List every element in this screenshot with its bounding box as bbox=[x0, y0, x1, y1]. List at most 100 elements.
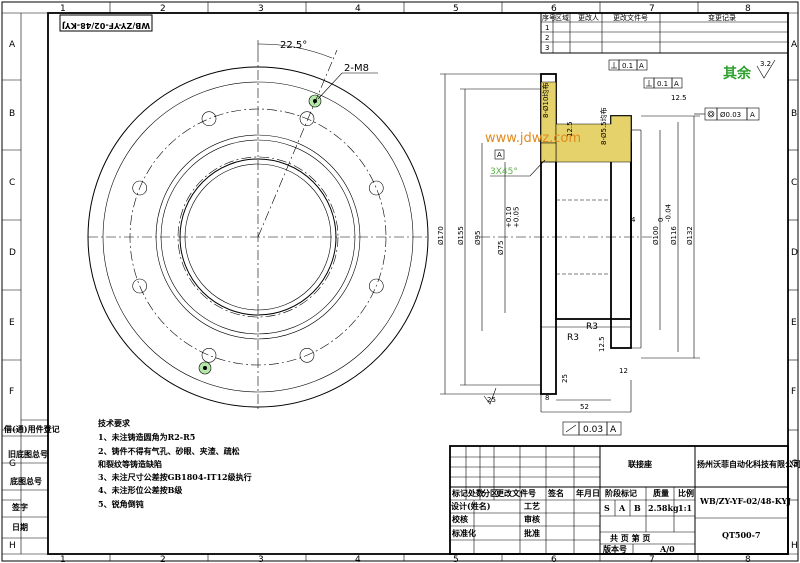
dim-132: Ø132 bbox=[686, 226, 694, 245]
col-label: 7 bbox=[649, 555, 655, 563]
tb-header: 签名 bbox=[547, 488, 564, 498]
row-label: B bbox=[791, 109, 797, 119]
datum-label: A bbox=[497, 151, 502, 159]
col-label: 4 bbox=[355, 555, 361, 563]
mirror-code: WB/ZY-YF-02/48-KYJ bbox=[62, 21, 150, 30]
rev-row-num: 1 bbox=[545, 24, 549, 32]
col-label: 7 bbox=[649, 4, 655, 14]
dim-116: Ø116 bbox=[670, 226, 678, 245]
rev-header: 区域 bbox=[555, 13, 569, 22]
tol-75: +0.10+0.05 bbox=[505, 207, 521, 228]
dim-75: Ø75 bbox=[497, 241, 505, 255]
row-label: G bbox=[9, 459, 16, 469]
tb-stage: A bbox=[618, 503, 626, 513]
fcf-concentricity: Ø0.03 A bbox=[694, 107, 760, 121]
tb-sheets: 共 页 第 页 bbox=[610, 533, 650, 543]
row-label: F bbox=[9, 387, 14, 397]
col-label: 5 bbox=[453, 4, 459, 14]
tb-weight-label: 质量 bbox=[653, 488, 669, 498]
drawing-number: WB/ZY-YF-02/48-KYJ bbox=[699, 496, 791, 506]
tb-role: 校核 bbox=[452, 514, 468, 524]
tech-item: 2、铸件不得有气孔、砂眼、夹渣、疏松 bbox=[98, 446, 240, 456]
rev-header: 变更记录 bbox=[708, 13, 736, 22]
fcf-value: 0.1 bbox=[657, 80, 668, 88]
rev-header: 更改文件号 bbox=[613, 13, 648, 22]
mirror-code-box bbox=[59, 14, 153, 32]
col-label: 3 bbox=[258, 555, 264, 563]
tb-stage: S bbox=[604, 503, 610, 513]
material: QT500-7 bbox=[722, 530, 761, 540]
radius-label-1: R3 bbox=[567, 333, 579, 343]
tb-header: 年月日 bbox=[576, 488, 600, 498]
col-label: 5 bbox=[453, 555, 459, 563]
tech-title: 技术要求 bbox=[98, 418, 131, 428]
tol-100: 0-0.04 bbox=[657, 203, 673, 222]
left-strip: 借(通)用件登记 旧底图总号 底图总号 签字 日期 bbox=[2, 419, 60, 539]
rest-roughness-label: 其余 bbox=[723, 65, 752, 82]
front-view: 22.5° 2-M8 bbox=[87, 40, 429, 410]
tb-weight: 2.58kg bbox=[648, 503, 679, 513]
strip-label: 旧底图总号 bbox=[8, 449, 48, 459]
fcf-datum: A bbox=[639, 62, 644, 70]
fcf-datum: A bbox=[750, 111, 755, 119]
dim-155: Ø155 bbox=[457, 226, 465, 245]
row-label: C bbox=[791, 178, 797, 188]
tech-item: 5、锐角倒钝 bbox=[98, 499, 144, 509]
row-label: E bbox=[9, 318, 15, 328]
col-label: 2 bbox=[160, 4, 166, 14]
col-label: 3 bbox=[258, 4, 264, 14]
fcf-perp-1: 0.1 A bbox=[608, 59, 648, 71]
chamfer-callout: 3X45° bbox=[490, 167, 518, 177]
tech-item: 1、未注铸造圆角为R2-R5 bbox=[98, 432, 195, 442]
zone-col-labels: 1 2 3 4 5 6 7 8 1 2 3 4 5 6 7 8 bbox=[60, 4, 751, 563]
row-label: A bbox=[9, 40, 16, 50]
tb-version-label: 版本号 bbox=[602, 544, 627, 554]
row-label: H bbox=[791, 541, 798, 551]
dim-100: Ø100 bbox=[652, 226, 660, 245]
row-label: G bbox=[791, 459, 798, 469]
bolt-hole bbox=[299, 111, 315, 126]
col-label: 4 bbox=[355, 4, 361, 14]
tb-scale-label: 比例 bbox=[678, 488, 694, 498]
dim-52: 52 bbox=[580, 403, 589, 411]
col-label: 2 bbox=[160, 555, 166, 563]
row-label: C bbox=[9, 178, 15, 188]
rough-mark: 12.5 bbox=[566, 121, 574, 137]
dim-8: 8 bbox=[545, 394, 549, 402]
rough-mark: 12.5 bbox=[671, 94, 687, 102]
section-view: Ø170 Ø155 Ø95 Ø75 +0.10+0.05 Ø100 0-0.04… bbox=[437, 73, 700, 413]
company-name: 扬州沃菲自动化科技有限公司 bbox=[697, 459, 800, 469]
fcf-value: 0.1 bbox=[622, 62, 633, 70]
angle-dim: 22.5° bbox=[280, 40, 307, 51]
strip-label: 底图总号 bbox=[9, 476, 42, 486]
title-block: 标记 处数 分区 更改文件号 签名 年月日 设计(姓名) 校核 标准化 工艺 审… bbox=[449, 445, 800, 555]
tb-scale: 1:1 bbox=[678, 503, 692, 513]
col-label: 8 bbox=[745, 4, 751, 14]
rev-header: 更改人 bbox=[578, 13, 599, 22]
row-label: B bbox=[9, 109, 15, 119]
fcf-value: Ø0.03 bbox=[720, 111, 741, 119]
tb-header: 标记 bbox=[451, 488, 468, 498]
dim-4: 4 bbox=[631, 216, 636, 224]
tb-header: 处数 bbox=[467, 488, 485, 498]
fcf-datum: A bbox=[610, 425, 617, 435]
tb-stage-label: 阶段标记 bbox=[605, 488, 637, 498]
bolt-hole bbox=[299, 347, 315, 363]
holes-callout-2: 8-Ø5.5均布 bbox=[599, 107, 608, 145]
radius-label-2: R3 bbox=[586, 322, 598, 332]
col-label: 8 bbox=[745, 555, 751, 563]
tb-role: 设计(姓名) bbox=[451, 501, 491, 511]
dim-170: Ø170 bbox=[437, 226, 445, 245]
strip-label: 签字 bbox=[11, 502, 28, 512]
strip-label: 借(通)用件登记 bbox=[3, 424, 60, 434]
tech-item: 和裂纹等铸造缺陷 bbox=[98, 459, 162, 469]
thread-callout: 2-M8 bbox=[344, 63, 369, 74]
tb-role: 工艺 bbox=[524, 501, 540, 511]
holes-callout-1: 8-Ø10均布 bbox=[541, 83, 550, 118]
row-label: F bbox=[791, 387, 796, 397]
row-label: E bbox=[791, 318, 797, 328]
bolt-hole bbox=[368, 278, 384, 294]
rest-roughness-value: 3.2 bbox=[760, 60, 771, 68]
